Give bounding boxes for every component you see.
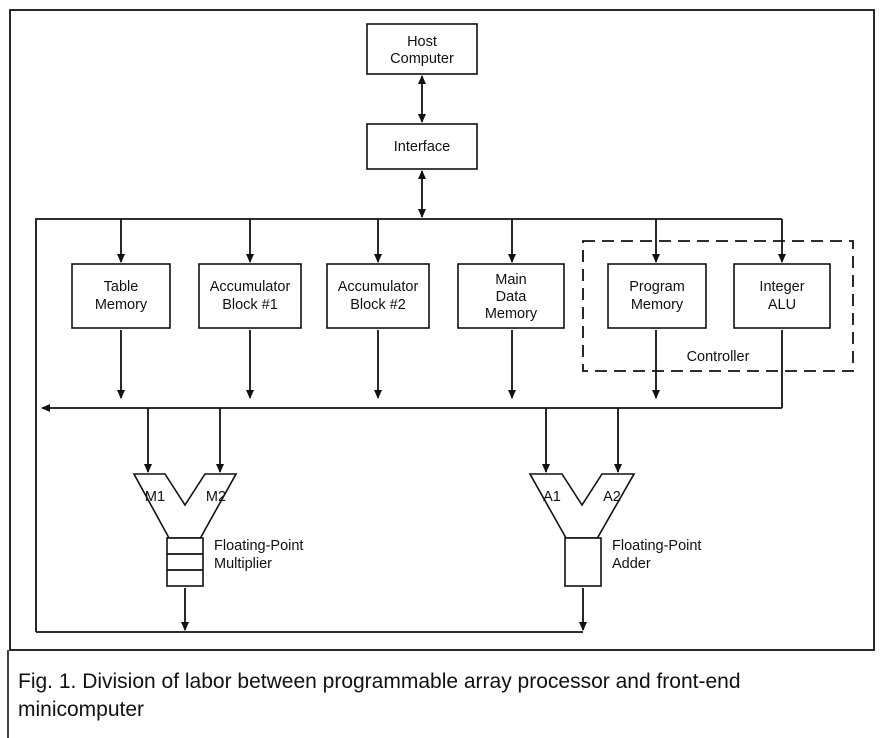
accumulator-block-1: Accumulator Block #1: [198, 263, 302, 329]
operand-input-links: [144, 408, 622, 473]
controller-enclosure: [582, 240, 854, 372]
multiplier-label-line-1: Floating-Point: [214, 538, 303, 554]
main-data-memory-label-line-2: Data: [496, 289, 528, 305]
integer-alu-block: Integer ALU: [733, 263, 831, 329]
multiplier-label-line-2: Multiplier: [214, 556, 272, 572]
accumulator-block-2-label-line-2: Block #2: [350, 297, 406, 313]
main-data-memory-label-line-1: Main: [495, 272, 526, 288]
block-output-links: [117, 330, 783, 408]
table-memory-block: Table Memory: [71, 263, 171, 329]
accumulator-block-2: Accumulator Block #2: [326, 263, 430, 329]
figure-caption: Fig. 1. Division of labor between progra…: [18, 670, 741, 721]
table-memory-label-line-1: Table: [104, 279, 139, 295]
top-bus: [35, 218, 782, 632]
result-feedback-path: [36, 588, 587, 633]
host-computer-label-line-2: Computer: [390, 51, 454, 67]
host-computer-block: Host Computer: [366, 23, 478, 75]
program-memory-block: Program Memory: [607, 263, 707, 329]
floating-point-multiplier: M1 M2 Floating-Point Multiplier: [132, 473, 303, 587]
multiplier-input-m2: M2: [206, 489, 226, 505]
integer-alu-label-line-2: ALU: [768, 297, 796, 313]
host-computer-label-line-1: Host: [407, 34, 437, 50]
accumulator-block-1-label-line-1: Accumulator: [210, 279, 291, 295]
adder-input-a1: A1: [543, 489, 561, 505]
adder-input-a2: A2: [603, 489, 621, 505]
controller-label: Controller: [687, 349, 750, 365]
integer-alu-label-line-1: Integer: [759, 279, 804, 295]
adder-label-line-1: Floating-Point: [612, 538, 701, 554]
interface-label: Interface: [394, 139, 450, 155]
adder-label-line-2: Adder: [612, 556, 651, 572]
table-memory-label-line-2: Memory: [95, 297, 148, 313]
main-data-memory-block: Main Data Memory: [457, 263, 565, 329]
floating-point-adder: A1 A2 Floating-Point Adder: [528, 473, 701, 587]
interface-block: Interface: [366, 123, 478, 170]
program-memory-label-line-1: Program: [629, 279, 685, 295]
figure-frame: [9, 9, 875, 651]
accumulator-block-1-label-line-2: Block #1: [222, 297, 278, 313]
multiplier-input-m1: M1: [145, 489, 165, 505]
accumulator-block-2-label-line-1: Accumulator: [338, 279, 419, 295]
program-memory-label-line-2: Memory: [631, 297, 684, 313]
main-data-memory-label-line-3: Memory: [485, 306, 538, 322]
